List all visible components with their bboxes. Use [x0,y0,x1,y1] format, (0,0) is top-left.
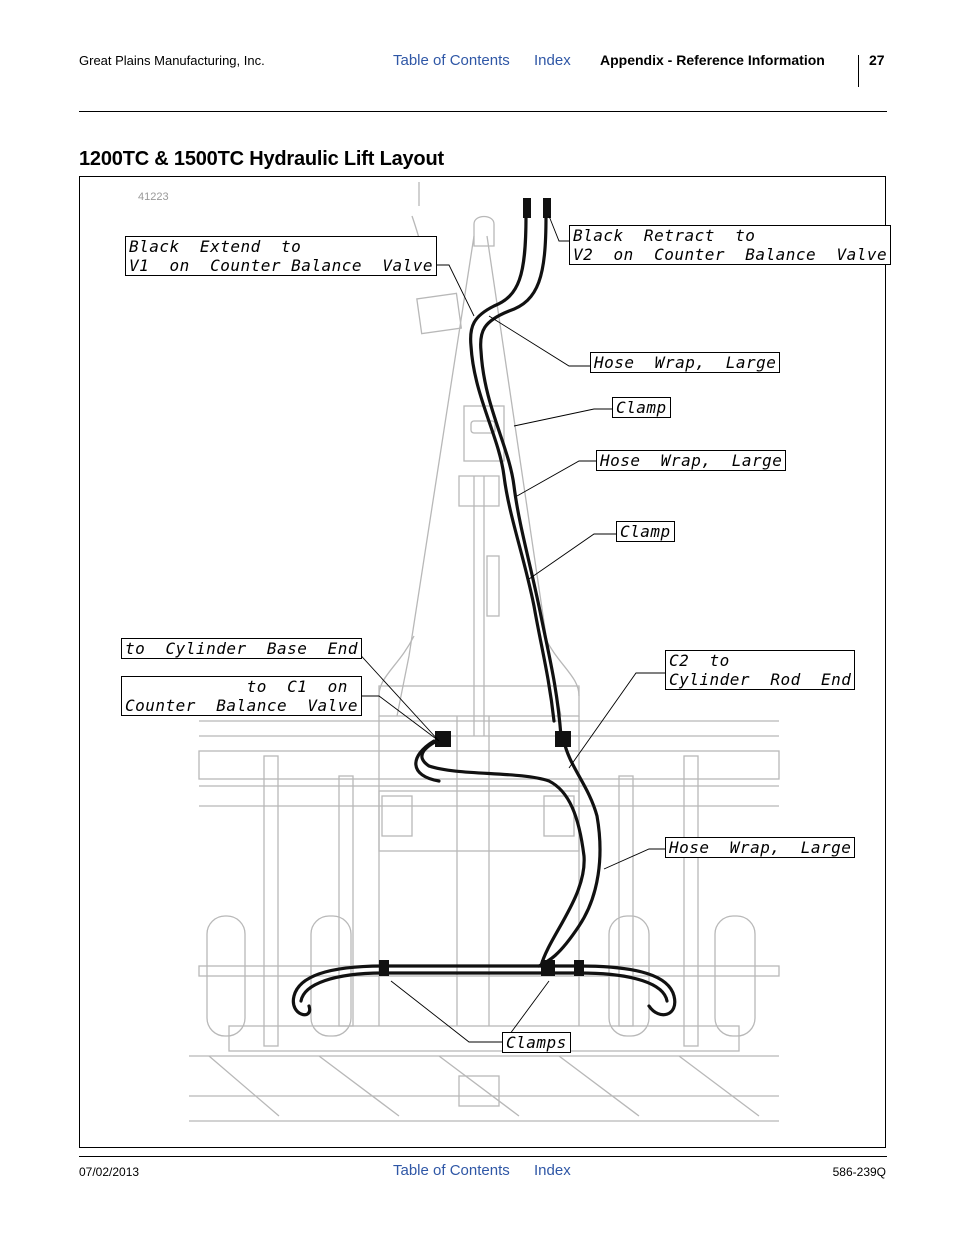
page-number: 27 [869,52,885,68]
header-divider [858,55,859,87]
header-rule [79,111,887,112]
callout-cylinder-base: to Cylinder Base End [121,638,363,659]
callout-hose-wrap-1: Hose Wrap, Large [590,352,781,373]
callout-leaders [324,215,666,1043]
callout-clamp-2: Clamp [616,521,675,542]
header-index-link[interactable]: Index [534,52,571,69]
callout-hose-wrap-2: Hose Wrap, Large [596,450,787,471]
figure-frame [79,176,886,1148]
footer-rule [79,1156,887,1157]
footer-date: 07/02/2013 [79,1165,140,1179]
callout-black-extend: Black Extend to V1 on Counter Balance Va… [125,236,437,276]
callout-black-retract: Black Retract to V2 on Counter Balance V… [569,225,892,265]
footer-toc-link[interactable]: Table of Contents [393,1162,510,1179]
company-name: Great Plains Manufacturing, Inc. [79,53,265,68]
callout-c2: C2 to Cylinder Rod End [665,650,856,690]
footer-doc-number: 586-239Q [832,1165,886,1179]
figure-id: 41223 [138,191,169,203]
section-title: Appendix - Reference Information [600,52,825,68]
header-toc-link[interactable]: Table of Contents [393,52,510,69]
callout-clamp-1: Clamp [612,397,671,418]
machine-frame-drawing [189,182,780,1122]
callout-hose-wrap-3: Hose Wrap, Large [665,837,856,858]
callout-c1: to C1 on Counter Balance Valve [121,676,363,716]
callout-clamps: Clamps [502,1032,571,1053]
footer-index-link[interactable]: Index [534,1162,571,1179]
page-title: 1200TC & 1500TC Hydraulic Lift Layout [79,148,444,170]
hydraulic-fittings [379,198,584,976]
